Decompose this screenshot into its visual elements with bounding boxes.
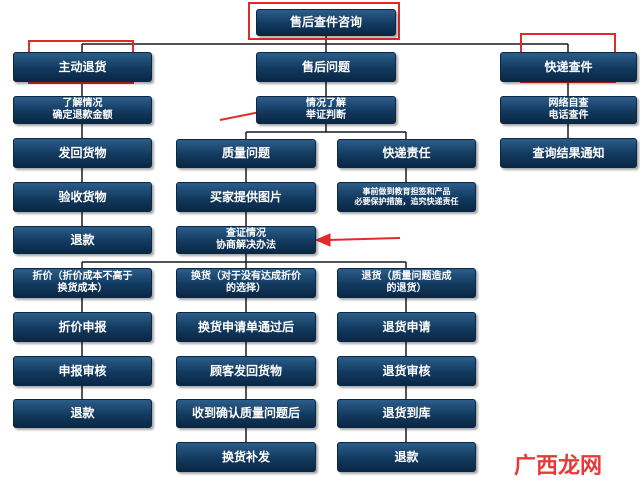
self-check-node: 网络自查 电话查件 [500, 96, 637, 124]
confirm-refund-node: 了解情况 确定退款金额 [13, 96, 152, 124]
return-refund-node: 退款 [337, 442, 476, 472]
discount-option-node: 折价（折价成本不高于 换货成本） [13, 268, 152, 298]
send-back-goods-node: 发回货物 [13, 138, 152, 168]
exchange-approved-node: 换货申请单通过后 [176, 312, 316, 342]
buyer-photos-node: 买家提供图片 [176, 182, 316, 212]
verify-negotiate-node: 查证情况 协商解决办法 [176, 226, 316, 254]
express-query-node: 快递查件 [500, 52, 637, 82]
root-node: 售后查件咨询 [256, 9, 396, 36]
refund-node: 退款 [13, 226, 152, 254]
apply-review-node: 申报审核 [13, 356, 152, 386]
exchange-reship-node: 换货补发 [176, 442, 316, 472]
exchange-option-node: 换货（对于没有达成折价 的选择） [176, 268, 316, 298]
watermark: 广西龙网 [514, 454, 603, 479]
after-sale-issue-node: 售后问题 [256, 52, 396, 82]
confirm-quality-node: 收到确认质量问题后 [176, 399, 316, 428]
situation-judge-node: 情况了解 举证判断 [256, 96, 396, 124]
express-liability-node: 快递责任 [337, 139, 476, 168]
return-review-node: 退货审核 [337, 356, 476, 386]
return-option-node: 退货（质量问题造成 的退货） [337, 268, 476, 298]
query-result-node: 查询结果通知 [500, 138, 637, 168]
quality-issue-node: 质量问题 [176, 139, 316, 168]
return-warehouse-node: 退货到库 [337, 399, 476, 428]
highlight-root [248, 2, 400, 40]
discount-refund-node: 退款 [13, 399, 152, 428]
discount-apply-node: 折价申报 [13, 312, 152, 342]
express-liability-detail-node: 事前做到教育担签和产品 必要保护措施，追究快递责任 [337, 182, 476, 212]
active-return-node: 主动退货 [13, 52, 152, 82]
customer-return-node: 顾客发回货物 [176, 356, 316, 386]
inspect-goods-node: 验收货物 [13, 182, 152, 212]
return-apply-node: 退货申请 [337, 312, 476, 342]
